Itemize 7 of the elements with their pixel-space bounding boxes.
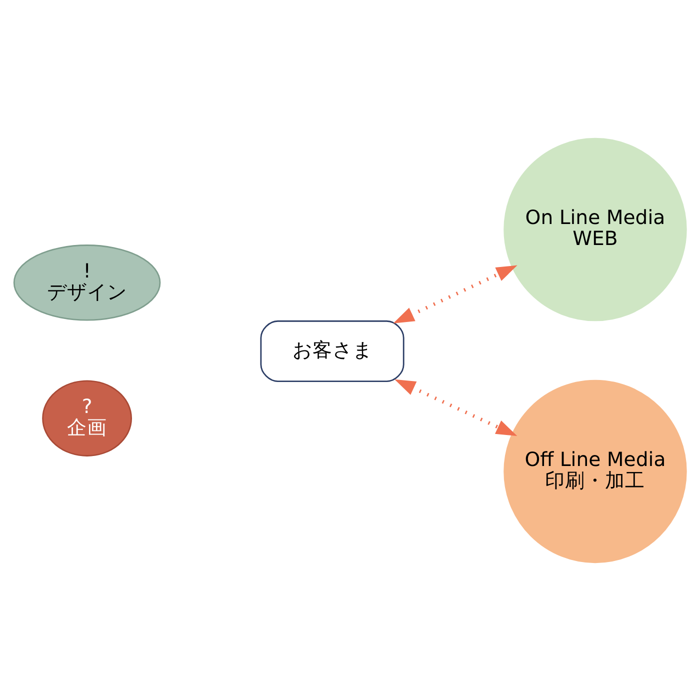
node-ellipse: ? 企画 bbox=[42, 380, 132, 456]
node-circle: Off Line Media 印刷・加工 bbox=[504, 379, 687, 563]
node-ellipse: ! デザイン bbox=[13, 244, 161, 320]
node-circle: On Line Media WEB bbox=[504, 137, 687, 321]
node-box: お客さま bbox=[260, 320, 404, 382]
arrow bbox=[393, 264, 518, 323]
arrow bbox=[394, 378, 518, 436]
